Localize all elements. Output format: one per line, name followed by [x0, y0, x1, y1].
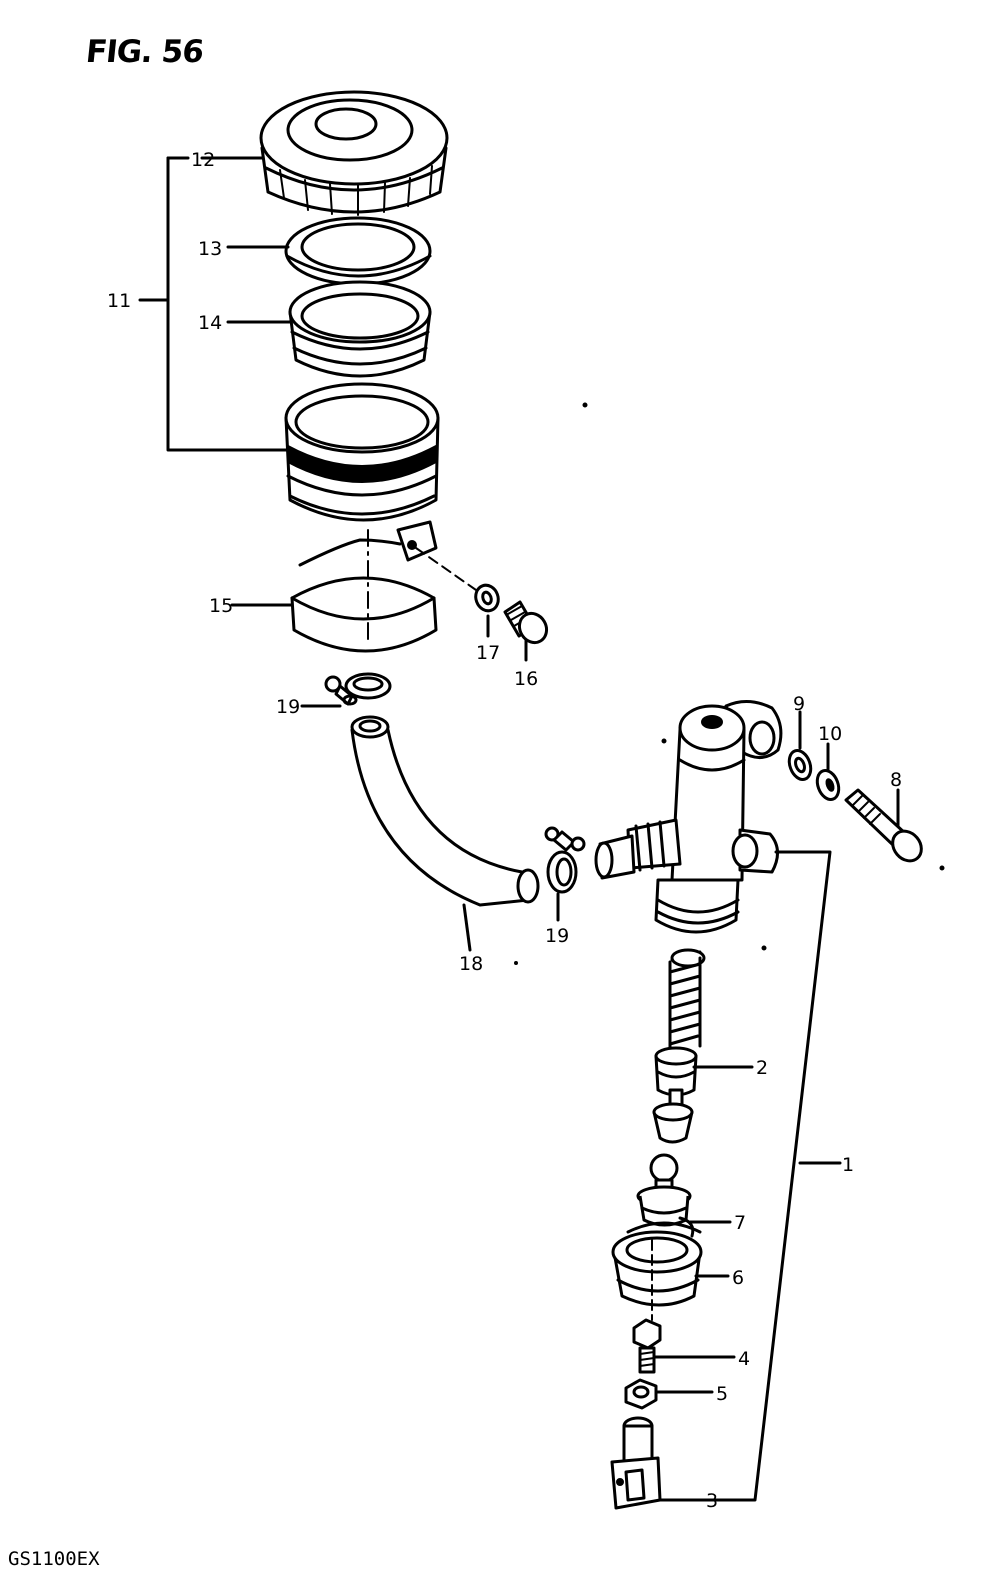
piston-head: [636, 1153, 692, 1227]
spring: [668, 948, 706, 1052]
reservoir-cap-12: [200, 90, 449, 216]
label-17: 17: [476, 642, 500, 664]
label-6: 6: [732, 1267, 744, 1289]
pushrod-4: [632, 1318, 736, 1374]
hose-clamp-19-lower: [544, 826, 586, 922]
model-code: GS1100EX: [8, 1548, 100, 1570]
plate-13: [226, 216, 432, 286]
clevis-3: [610, 1416, 702, 1510]
cup-secondary: [652, 1102, 694, 1144]
label-12: 12: [191, 149, 215, 171]
bolt-8: [844, 788, 923, 863]
label-11: 11: [107, 290, 131, 312]
label-10: 10: [818, 723, 842, 745]
cup-2: [654, 1046, 754, 1114]
label-19-upper: 19: [276, 696, 300, 718]
bracket-11: [138, 156, 292, 452]
bolt-16: [503, 600, 549, 662]
boot-6: [611, 1230, 730, 1321]
label-2: 2: [756, 1057, 768, 1079]
hose-18: [350, 715, 540, 952]
washer-17: [474, 583, 500, 638]
label-15: 15: [209, 595, 233, 617]
washer-9: [787, 710, 813, 782]
label-13: 13: [198, 238, 222, 260]
label-7: 7: [734, 1212, 746, 1234]
label-14: 14: [198, 312, 222, 334]
label-16: 16: [514, 668, 538, 690]
label-9: 9: [793, 693, 805, 715]
hose-clamp-19-upper: [300, 672, 392, 708]
circlip-7: [626, 1216, 732, 1238]
master-cylinder-body: [594, 700, 783, 934]
washer-10: [815, 742, 841, 802]
band-15: [230, 520, 438, 653]
label-1: 1: [842, 1154, 854, 1176]
nut-5: [624, 1378, 714, 1410]
label-3: 3: [706, 1490, 718, 1512]
reservoir-body: [284, 382, 440, 522]
label-8: 8: [890, 769, 902, 791]
diaphragm-14: [226, 280, 432, 378]
callout-labels: 12 13 11 14 15 17 16 19 9 10 8 19 18 2 1…: [107, 149, 902, 1512]
label-19-lower: 19: [545, 925, 569, 947]
label-4: 4: [738, 1348, 750, 1370]
label-18: 18: [459, 953, 483, 975]
bracket-1: [698, 850, 842, 1502]
label-5: 5: [716, 1383, 728, 1405]
